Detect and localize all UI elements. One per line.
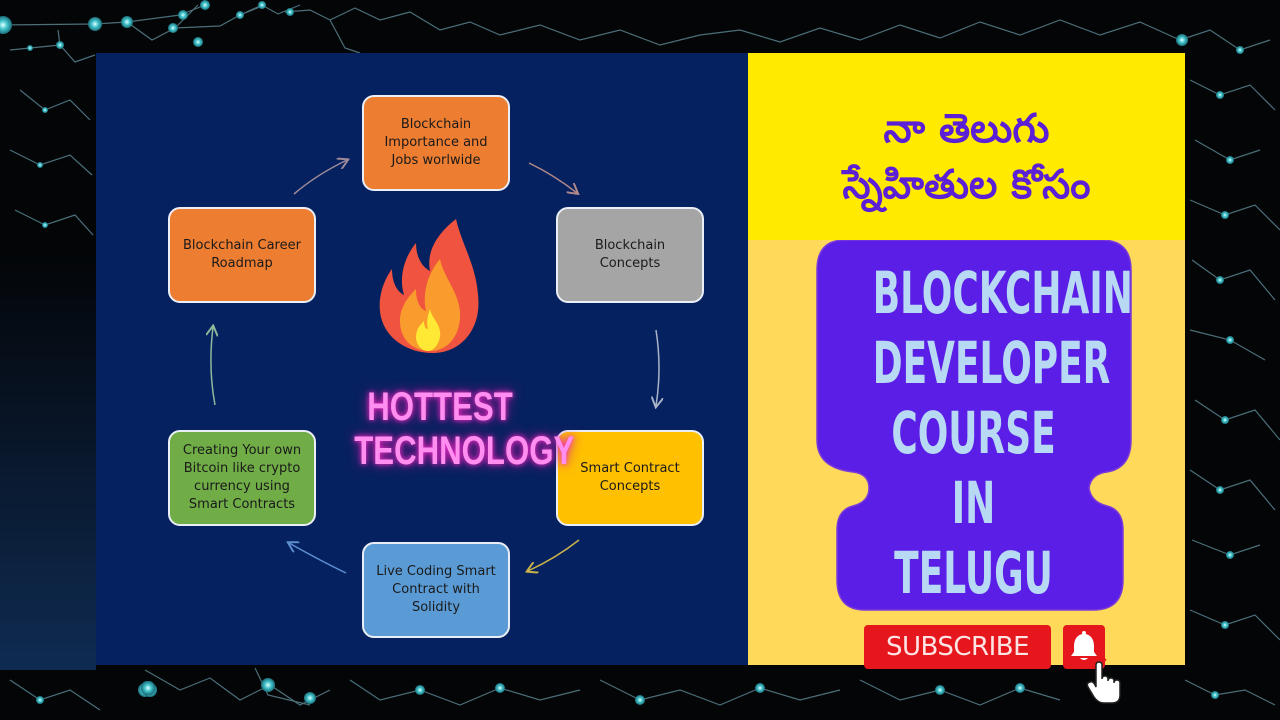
step-label: Smart Contract Concepts [580, 461, 680, 494]
hottest-technology-title: HOTTEST TECHNOLOGY [354, 385, 575, 473]
step-label: Live Coding Smart Contract with Solidity [376, 564, 496, 615]
telugu-line-1: నా తెలుగు [883, 106, 1050, 152]
step-blockchain-concepts: Blockchain Concepts [556, 207, 704, 303]
course-line-2: DEVELOPER [872, 329, 1111, 397]
step-smart-contract-concepts: Smart Contract Concepts [556, 430, 704, 526]
step-live-coding: Live Coding Smart Contract with Solidity [362, 542, 510, 638]
telugu-line-2: స్నేహితుల కోసం [842, 162, 1091, 208]
course-line-1: BLOCKCHAIN [872, 259, 1133, 327]
hand-pointer-icon [1086, 655, 1121, 704]
subscribe-button[interactable]: SUBSCRIBE [864, 625, 1051, 669]
step-blockchain-importance: Blockchain Importance and Jobs worlwide [362, 95, 510, 191]
title-line-1: HOTTEST [367, 385, 513, 429]
title-line-2: TECHNOLOGY [354, 429, 575, 473]
course-title-badge [816, 240, 1132, 611]
step-label: Blockchain Importance and Jobs worlwide [384, 117, 488, 168]
course-line-5: TELUGU [894, 539, 1053, 607]
step-label: Creating Your own Bitcoin like crypto cu… [182, 443, 302, 512]
bell-icon [1071, 631, 1097, 660]
step-label: Blockchain Career Roadmap [183, 238, 301, 271]
telugu-tagline: నా తెలుగు స్నేహితుల కోసం [748, 101, 1185, 213]
course-line-4: IN [951, 469, 996, 537]
telugu-header: నా తెలుగు స్నేహితుల కోసం [748, 53, 1185, 240]
step-career-roadmap: Blockchain Career Roadmap [168, 207, 316, 303]
fire-icon [379, 219, 479, 353]
course-line-3: COURSE [891, 399, 1056, 467]
cycle-arrows [96, 53, 748, 574]
step-create-crypto: Creating Your own Bitcoin like crypto cu… [168, 430, 316, 526]
course-title: BLOCKCHAIN DEVELOPER COURSE IN TELUGU [872, 258, 1133, 608]
step-label: Blockchain Concepts [594, 238, 666, 271]
